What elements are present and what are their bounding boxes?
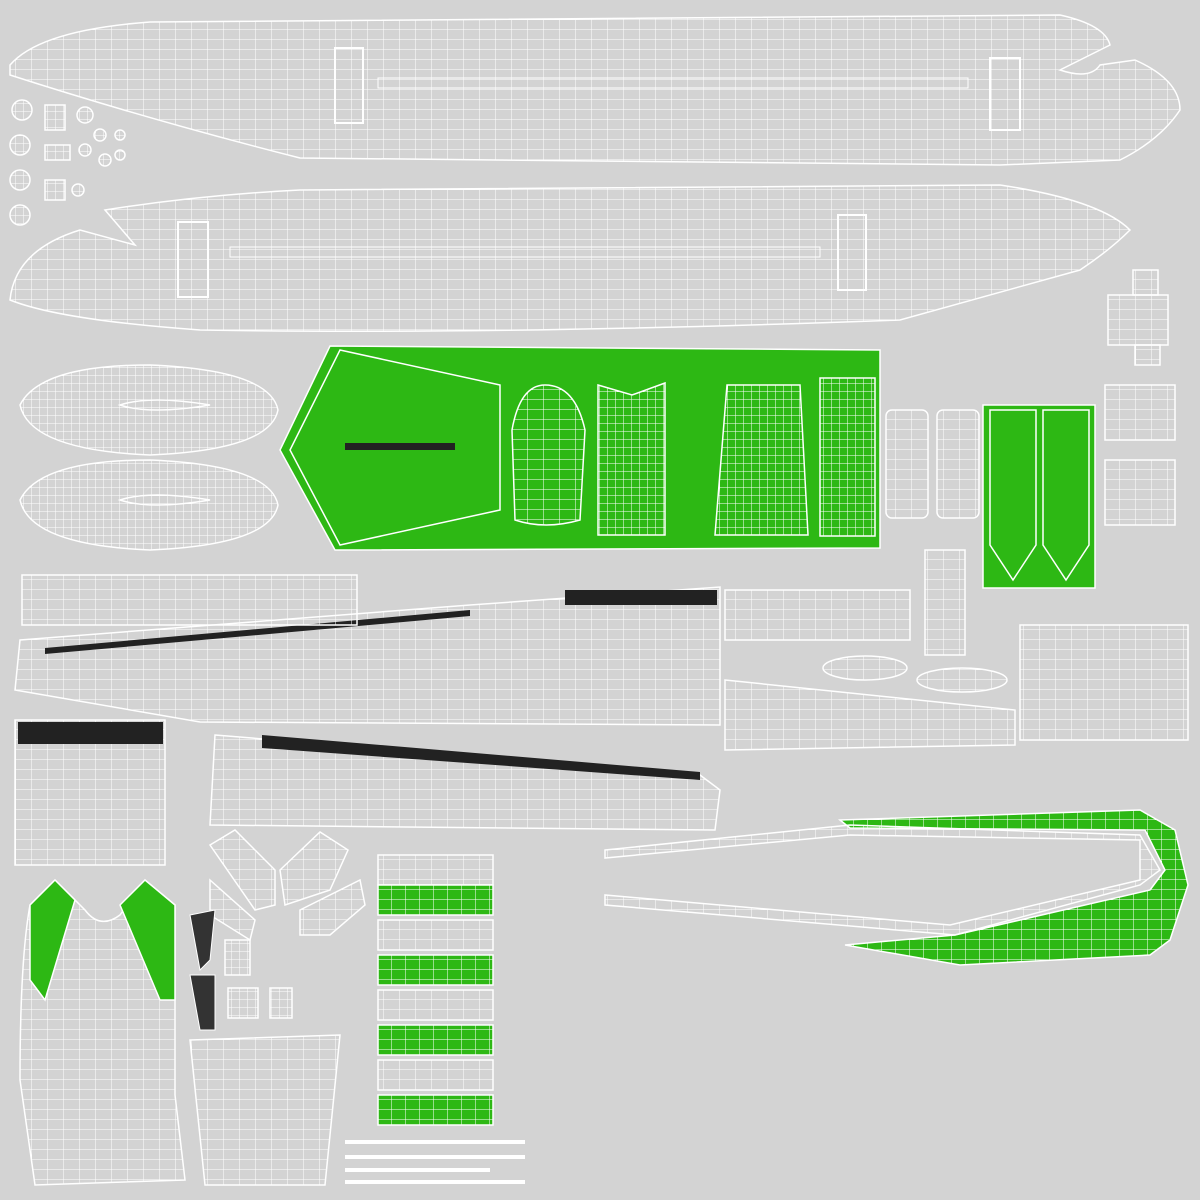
green-panel-parts (279, 345, 881, 551)
door-outline (334, 47, 364, 124)
engine-nacelle-rings (19, 364, 279, 551)
side-panels (885, 384, 1176, 589)
door-outline (177, 221, 209, 298)
vertical-fin-part (19, 878, 186, 1186)
door-outline (837, 214, 867, 291)
wing-top (14, 574, 721, 726)
wing-bottom (14, 719, 721, 866)
small-parts-cluster (9, 99, 126, 226)
stacked-strip-parts (345, 854, 525, 1184)
window-row-top (377, 77, 969, 89)
green-v-strip (604, 809, 1189, 966)
fuselage-bottom-shell (9, 184, 1132, 332)
door-outline (989, 57, 1021, 131)
stabilizer-parts (724, 549, 1189, 751)
cockpit-window-parts (189, 829, 366, 1186)
tail-cap-part (1107, 269, 1169, 366)
fuselage-top-shell (9, 14, 1181, 166)
